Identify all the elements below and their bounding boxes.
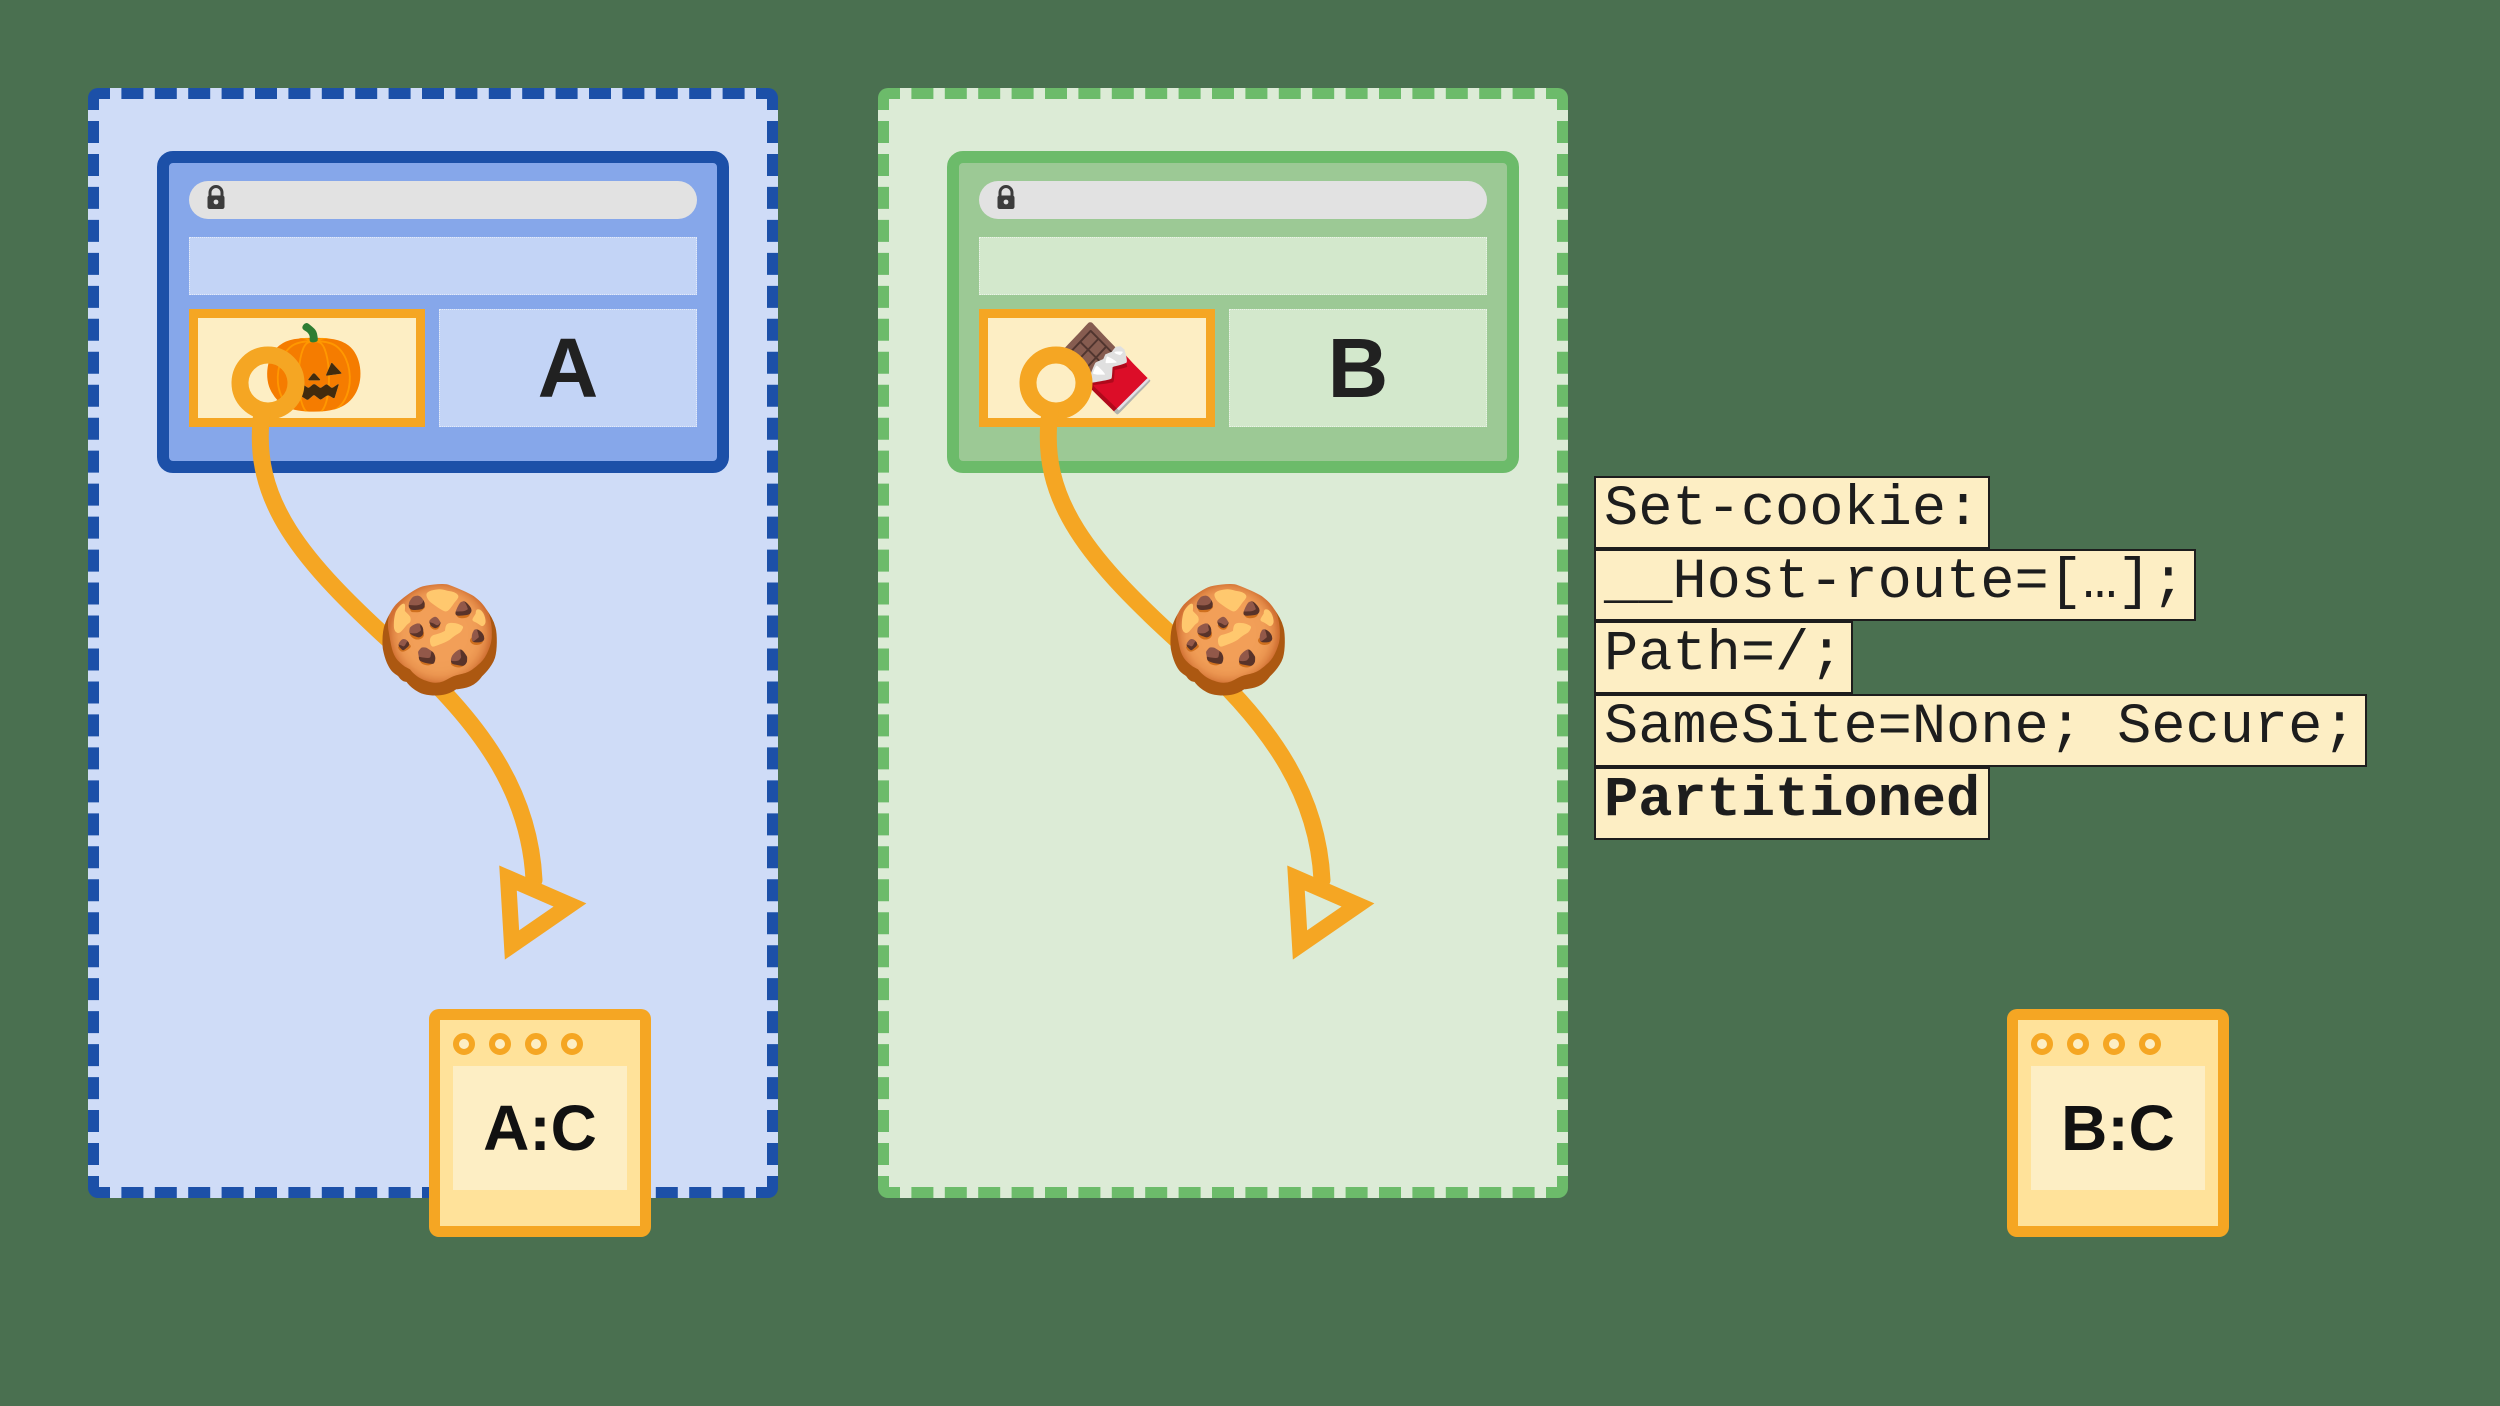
- lock-icon: [994, 184, 1018, 216]
- storage-dot-icon: [2031, 1033, 2053, 1055]
- cookie-emoji-b: 🍪: [1163, 582, 1293, 698]
- storage-dot-icon: [525, 1033, 547, 1055]
- jack-o-lantern-emoji: 🎃: [261, 321, 367, 415]
- address-bar-a[interactable]: [189, 181, 697, 219]
- storage-dot-icon: [453, 1033, 475, 1055]
- embedded-iframe-a: 🎃: [189, 309, 425, 427]
- storage-card-body-b: B:C: [2031, 1066, 2205, 1190]
- partitioned-storage-card-a: A:C: [429, 1009, 651, 1237]
- lock-icon: [204, 184, 228, 216]
- code-line: __Host-route=[…];: [1594, 548, 2196, 622]
- browser-window-b: 🍫 B: [947, 151, 1519, 473]
- storage-partition-key-b: B:C: [2061, 1092, 2175, 1164]
- storage-card-dots-b: [2031, 1033, 2205, 1055]
- storage-dot-icon: [2139, 1033, 2161, 1055]
- page-content-row-b: 🍫 B: [979, 309, 1487, 427]
- page-content-strip-a: [189, 237, 697, 295]
- set-cookie-header-annotation: Set-cookie: __Host-route=[…]; Path=/; Sa…: [1594, 476, 2367, 840]
- code-line: Path=/;: [1594, 621, 1854, 695]
- page-content-strip-b: [979, 237, 1487, 295]
- browser-window-a: 🎃 A: [157, 151, 729, 473]
- storage-dot-icon: [2067, 1033, 2089, 1055]
- page-content-row-a: 🎃 A: [189, 309, 697, 427]
- address-bar-b[interactable]: [979, 181, 1487, 219]
- site-panel-a: A: [439, 309, 697, 427]
- site-panel-b: B: [1229, 309, 1487, 427]
- storage-dot-icon: [489, 1033, 511, 1055]
- site-letter-b: B: [1327, 321, 1389, 415]
- storage-partition-key-a: A:C: [483, 1092, 597, 1164]
- chocolate-bar-emoji: 🍫: [1051, 321, 1157, 415]
- storage-card-dots-a: [453, 1033, 627, 1055]
- storage-card-body-a: A:C: [453, 1066, 627, 1190]
- site-letter-a: A: [537, 321, 599, 415]
- embedded-iframe-b: 🍫: [979, 309, 1215, 427]
- storage-dot-icon: [561, 1033, 583, 1055]
- storage-dot-icon: [2103, 1033, 2125, 1055]
- cookie-emoji-a: 🍪: [375, 582, 505, 698]
- code-line-partitioned-keyword: Partitioned: [1594, 766, 1991, 840]
- code-line: SameSite=None; Secure;: [1594, 694, 2367, 767]
- partitioned-storage-card-b: B:C: [2007, 1009, 2229, 1237]
- code-line: Set-cookie:: [1594, 476, 1991, 549]
